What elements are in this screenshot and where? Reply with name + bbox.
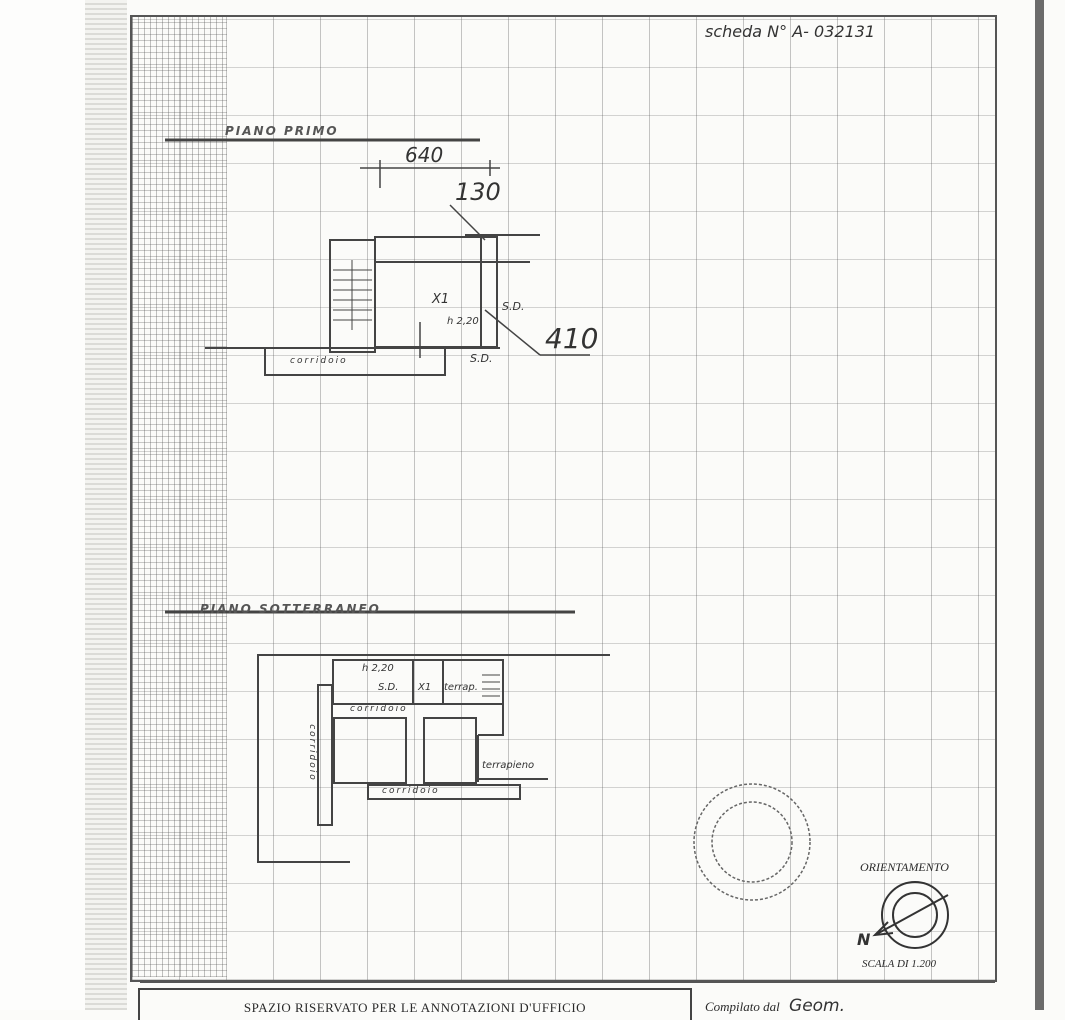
sheet-number: scheda N° A- 032131 [705, 22, 876, 41]
north-arrow-icon [872, 881, 949, 949]
stamp [693, 783, 811, 901]
room-height: h 2,20 [362, 663, 394, 674]
scale-label: SCALA DI 1.200 [862, 958, 937, 970]
scan-right-edge [1035, 0, 1044, 1010]
grid-hatch [132, 17, 227, 977]
office-annotations-box: SPAZIO RISERVATO PER LE ANNOTAZIONI D'UF… [138, 988, 692, 1020]
sd-label: S.D. [378, 682, 399, 693]
drawing-frame [130, 15, 997, 982]
room-id: X1 [418, 682, 432, 693]
compiled-by-value: Geom. [789, 996, 846, 1016]
office-annotations-title: SPAZIO RISERVATO PER LE ANNOTAZIONI D'UF… [243, 1000, 587, 1015]
dimension-640: 640 [405, 143, 444, 167]
corridor-label: corridoio [382, 786, 440, 796]
corridor-label: corridoio [350, 704, 408, 714]
terrap-label: terrap. [444, 682, 478, 693]
room-height: h 2,20 [447, 316, 479, 327]
corridor-label: corridoio [290, 356, 348, 366]
compiled-by-label: Compilato dal [705, 999, 780, 1014]
sd-label: S.D. [502, 300, 525, 313]
scan-edge [85, 0, 127, 1010]
corridor-label: corridoio [306, 724, 317, 782]
north-label: N [857, 930, 871, 949]
orientation-title: ORIENTAMENTO [860, 860, 949, 874]
compiled-by: Compilato dal Geom. [705, 996, 845, 1016]
dimension-410: 410 [545, 322, 599, 355]
basement-title: PIANO SOTTERRANEO [200, 602, 381, 616]
page-margin [0, 0, 85, 1010]
first-floor-plan [165, 138, 590, 376]
room-id: X1 [432, 292, 450, 307]
first-floor-title: PIANO PRIMO [225, 124, 339, 138]
basement-plan [165, 610, 610, 863]
terrapieno-label: terrapieno [482, 760, 535, 771]
dimension-130: 130 [455, 178, 501, 206]
sd-label: S.D. [470, 352, 493, 365]
